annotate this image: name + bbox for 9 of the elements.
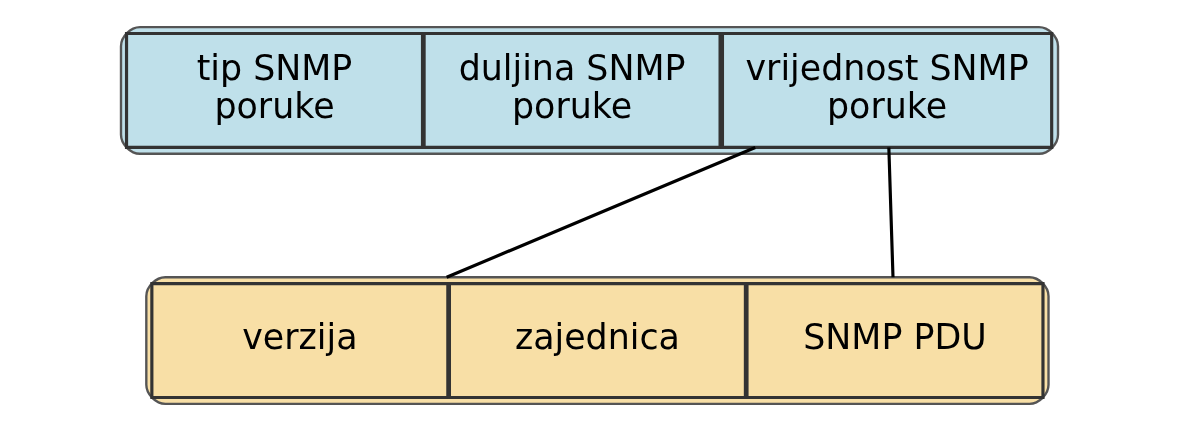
cluster — [145, 276, 1050, 406]
node-box: tip SNMP poruke — [124, 31, 425, 150]
connector — [887, 147, 895, 278]
node-box: duljina SNMP poruke — [422, 31, 722, 150]
node-box: zajednica — [447, 281, 747, 400]
cluster — [119, 25, 1060, 155]
node-box: SNMP PDU — [745, 281, 1045, 400]
node-box: verzija — [150, 281, 450, 400]
node-box: vrijednost SNMP poruke — [720, 31, 1054, 150]
